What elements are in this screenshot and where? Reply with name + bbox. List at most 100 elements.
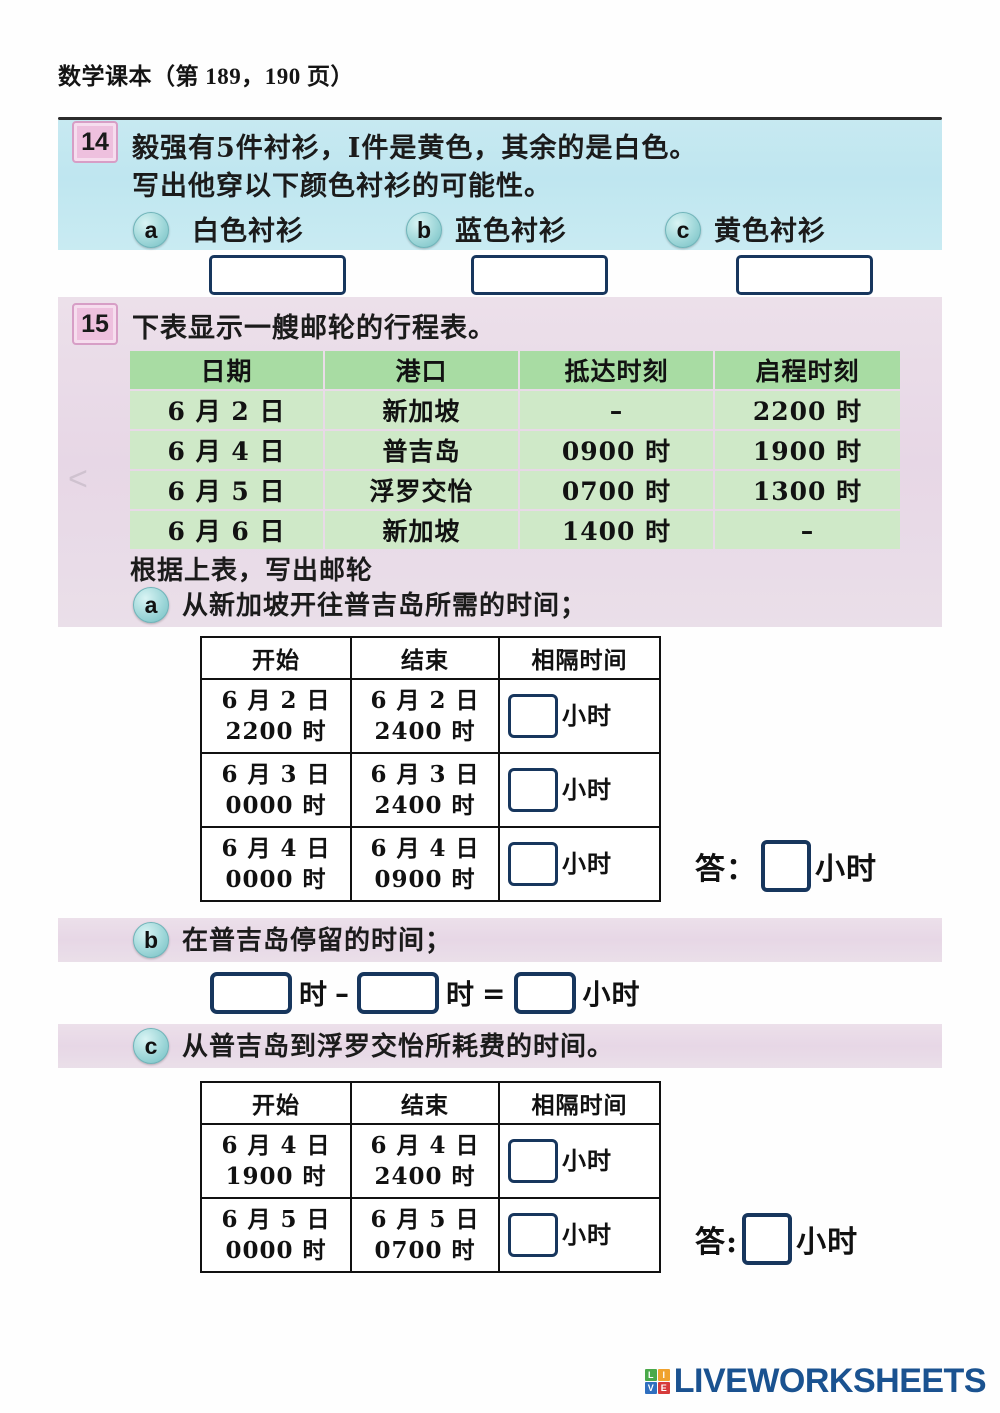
schedule-r3-departure: – xyxy=(715,511,900,549)
part-a-answer-input[interactable] xyxy=(761,840,811,892)
schedule-r1-date: 6 月 4 日 xyxy=(130,431,323,469)
schedule-header-departure: 启程时刻 xyxy=(715,351,900,389)
part-a-r2-interval-input[interactable] xyxy=(508,842,558,886)
table-row: 6 月 6 日 新加坡 1400 时 – xyxy=(130,511,900,549)
schedule-r2-date: 6 月 5 日 xyxy=(130,471,323,509)
q14-answer-input-b[interactable] xyxy=(471,255,608,295)
q14-option-a-bubble: a xyxy=(133,212,169,248)
logo-tile-i: I xyxy=(657,1369,670,1381)
part-a-r2-interval: 小时 xyxy=(498,826,661,902)
q15-number: 15 xyxy=(72,303,118,345)
scan-artifact-chevron: < xyxy=(68,460,88,498)
schedule-r2-port: 浮罗交怡 xyxy=(325,471,518,509)
part-a-r1-end-time: 2400 时 xyxy=(374,792,476,819)
part-c-answer-table: 开始 结束 相隔时间 6 月 4 日 1900 时 6 月 4 日 2400 时 xyxy=(200,1081,661,1273)
schedule-header-row: 日期 港口 抵达时刻 启程时刻 xyxy=(130,351,900,389)
schedule-r3-date: 6 月 6 日 xyxy=(130,511,323,549)
part-c-answer-row: 答: 小时 xyxy=(695,1213,858,1265)
part-b-equation-row: 时 – 时 = 小时 xyxy=(210,972,641,1014)
schedule-r2-arrival: 0700 时 xyxy=(520,471,713,509)
part-c-answer-input[interactable] xyxy=(742,1213,793,1265)
q15-part-c-band xyxy=(58,1024,942,1068)
logo-tile-v: V xyxy=(644,1382,657,1394)
table-row: 6 月 4 日 普吉岛 0900 时 1900 时 xyxy=(130,431,900,469)
q14-band xyxy=(58,120,942,250)
part-c-r1-interval-input[interactable] xyxy=(508,1213,558,1257)
part-a-r0-interval: 小时 xyxy=(498,678,661,754)
schedule-r0-date: 6 月 2 日 xyxy=(130,391,323,429)
part-b-operand2-input[interactable] xyxy=(357,972,440,1014)
part-a-r1-start-date: 6 月 3 日 xyxy=(221,760,331,788)
part-a-header-start: 开始 xyxy=(200,636,352,680)
part-a-header-end: 结束 xyxy=(350,636,500,680)
schedule-r1-departure: 1900 时 xyxy=(715,431,900,469)
part-c-r0-end-time: 2400 时 xyxy=(374,1163,476,1190)
q14-option-a-label: 白色衬衫 xyxy=(192,216,304,247)
table-row: 6 月 4 日 0000 时 6 月 4 日 0900 时 小时 xyxy=(200,826,661,902)
liveworksheets-logo[interactable]: L I V E LIVEWORKSHEETS xyxy=(644,1362,987,1401)
part-a-r1-interval-input[interactable] xyxy=(508,768,558,812)
part-a-r2-end-date: 6 月 4 日 xyxy=(370,834,480,862)
part-a-r2-interval-unit: 小时 xyxy=(562,848,612,878)
part-a-r1-start: 6 月 3 日 0000 时 xyxy=(200,752,352,828)
q15-part-b-band xyxy=(58,918,942,962)
schedule-header-date: 日期 xyxy=(130,351,323,389)
part-a-r0-start-date: 6 月 2 日 xyxy=(221,686,331,714)
part-a-r2-end: 6 月 4 日 0900 时 xyxy=(350,826,500,902)
part-c-r0-start-date: 6 月 4 日 xyxy=(221,1131,331,1159)
part-c-r0-interval: 小时 xyxy=(498,1123,661,1199)
part-c-r1-end: 6 月 5 日 0700 时 xyxy=(350,1197,500,1273)
schedule-header-arrival: 抵达时刻 xyxy=(520,351,713,389)
q15-instruction: 根据上表，写出邮轮 xyxy=(130,556,374,586)
schedule-r1-port: 普吉岛 xyxy=(325,431,518,469)
part-c-answer-unit: 小时 xyxy=(796,1225,859,1260)
schedule-r3-port: 新加坡 xyxy=(325,511,518,549)
schedule-r0-departure: 2200 时 xyxy=(715,391,900,429)
part-a-header-interval: 相隔时间 xyxy=(498,636,661,680)
part-a-answer-table: 开始 结束 相隔时间 6 月 2 日 2200 时 6 月 2 日 2400 时 xyxy=(200,636,661,902)
q15-part-b-bubble: b xyxy=(133,922,169,958)
table-row: 6 月 4 日 1900 时 6 月 4 日 2400 时 小时 xyxy=(200,1123,661,1199)
part-a-r1-start-time: 0000 时 xyxy=(225,792,327,819)
part-c-answer-label: 答: xyxy=(695,1225,739,1260)
part-a-header-row: 开始 结束 相隔时间 xyxy=(200,636,661,680)
q14-top-rule xyxy=(58,117,942,120)
part-a-r0-interval-input[interactable] xyxy=(508,694,558,738)
part-b-operator1: – xyxy=(335,976,351,1010)
part-c-r1-start-date: 6 月 5 日 xyxy=(221,1205,331,1233)
q14-answer-input-a[interactable] xyxy=(209,255,346,295)
q14-number: 14 xyxy=(72,121,118,163)
part-a-answer-row: 答： 小时 xyxy=(695,840,877,892)
part-a-r2-end-time: 0900 时 xyxy=(374,866,476,893)
part-b-operand1-input[interactable] xyxy=(210,972,292,1014)
schedule-r0-arrival: – xyxy=(520,391,713,429)
part-c-r0-end-date: 6 月 4 日 xyxy=(370,1131,480,1159)
part-a-r2-start: 6 月 4 日 0000 时 xyxy=(200,826,352,902)
q14-option-c-label: 黄色衬衫 xyxy=(714,216,826,247)
part-a-r0-start-time: 2200 时 xyxy=(225,718,327,745)
part-b-operator2: = xyxy=(482,976,507,1010)
part-c-r0-interval-input[interactable] xyxy=(508,1139,558,1183)
part-c-r1-interval: 小时 xyxy=(498,1197,661,1273)
part-a-r1-interval: 小时 xyxy=(498,752,661,828)
q14-option-b-bubble: b xyxy=(406,212,442,248)
part-a-r1-end-date: 6 月 3 日 xyxy=(370,760,480,788)
part-b-unit3: 小时 xyxy=(582,978,641,1011)
part-a-r1-end: 6 月 3 日 2400 时 xyxy=(350,752,500,828)
part-a-answer-unit: 小时 xyxy=(815,852,877,887)
part-b-unit1: 时 xyxy=(299,978,329,1011)
part-b-result-input[interactable] xyxy=(513,972,576,1014)
q15-part-a-bubble: a xyxy=(133,587,169,623)
part-a-r0-interval-unit: 小时 xyxy=(562,700,612,730)
schedule-r0-port: 新加坡 xyxy=(325,391,518,429)
schedule-r2-departure: 1300 时 xyxy=(715,471,900,509)
q15-part-c-bubble: c xyxy=(133,1028,169,1064)
q14-option-b-label: 蓝色衬衫 xyxy=(455,216,567,247)
part-a-r0-end-date: 6 月 2 日 xyxy=(370,686,480,714)
part-c-header-row: 开始 结束 相隔时间 xyxy=(200,1081,661,1125)
table-row: 6 月 5 日 浮罗交怡 0700 时 1300 时 xyxy=(130,471,900,509)
q14-answer-input-c[interactable] xyxy=(736,255,873,295)
cruise-schedule-table: 日期 港口 抵达时刻 启程时刻 6 月 2 日 新加坡 – 2200 时 6 月… xyxy=(128,349,902,551)
q14-line-1: 毅强有5件衬衫，I件是黄色，其余的是白色。 xyxy=(132,133,698,164)
part-c-r1-end-time: 0700 时 xyxy=(374,1237,476,1264)
